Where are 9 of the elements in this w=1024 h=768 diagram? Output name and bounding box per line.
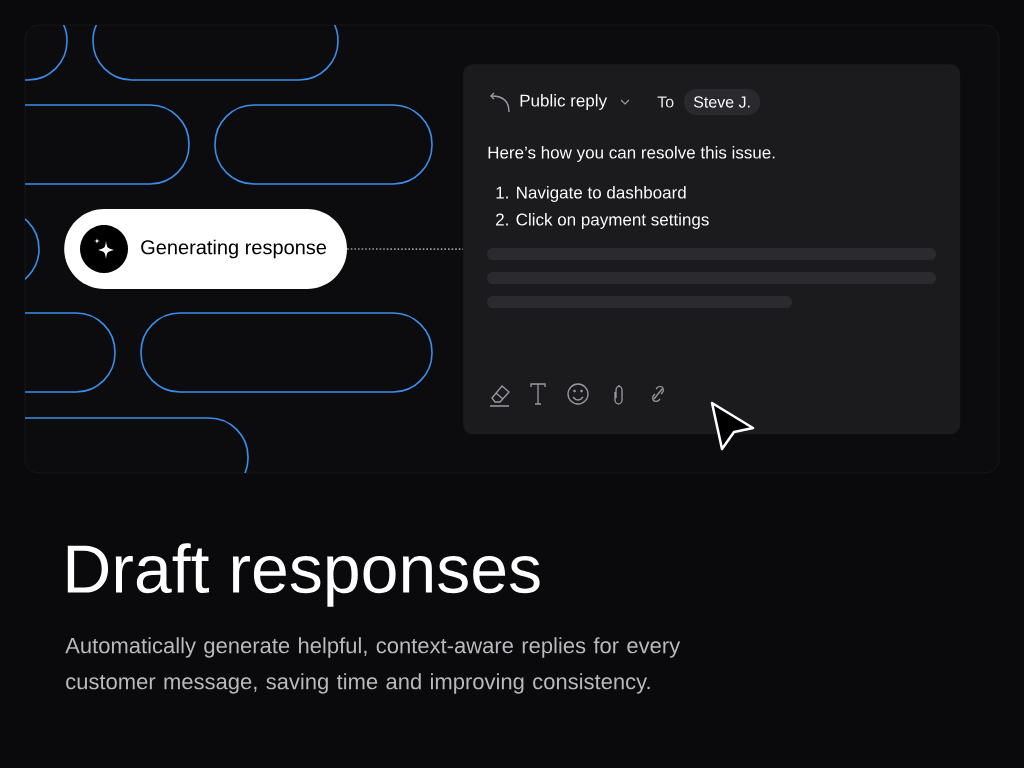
recipient-chip: Steve J. <box>684 89 760 115</box>
heading: Draft responses <box>67 543 540 607</box>
description: Automatically generate helpful, context-aware replies for every customer message, saving time and improving consistency. <box>65 637 681 694</box>
message-text: Here’s how you can resolve this issue. <box>488 146 775 162</box>
list-item: 2. Click on payment settings <box>496 213 709 229</box>
dropdown-label: Public reply <box>520 94 607 110</box>
connector <box>346 248 464 250</box>
list-item: 1. Navigate to dashboard <box>496 186 686 202</box>
recipient-label: To <box>657 96 674 108</box>
